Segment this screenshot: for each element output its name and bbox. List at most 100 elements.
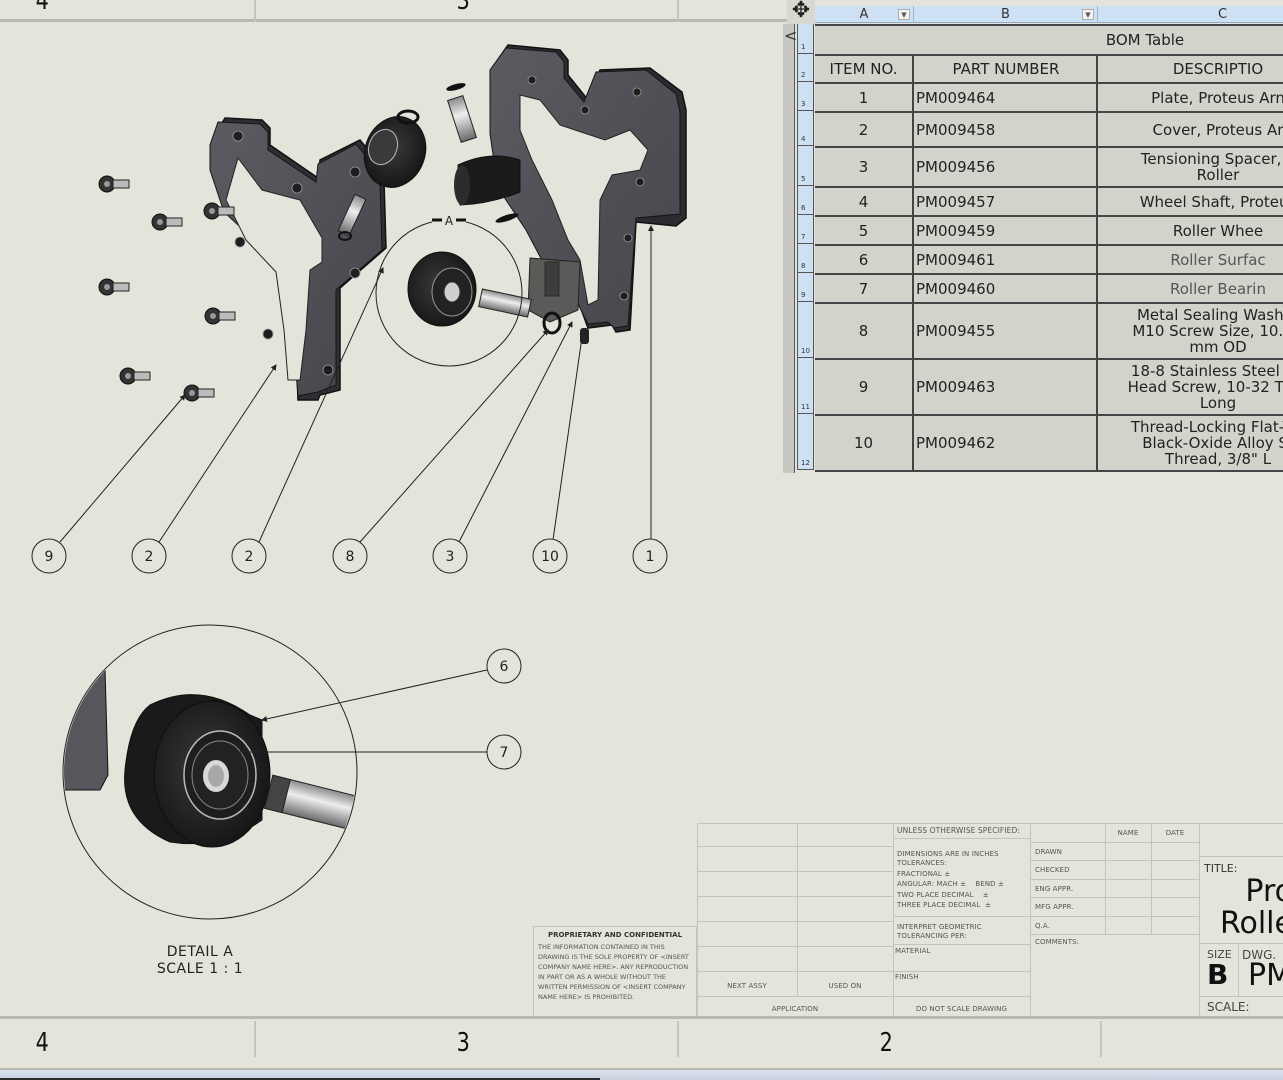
balloon: 1	[632, 538, 668, 574]
title-block-line	[697, 971, 893, 972]
column-header-a[interactable]: A ▼	[815, 6, 914, 23]
used-on-label: USED ON	[828, 982, 862, 990]
balloon: 7	[486, 734, 522, 770]
bom-title-row[interactable]: BOM Table	[815, 26, 1283, 56]
drawn-label: DRAWN	[1035, 848, 1063, 856]
row-number[interactable]: 1	[797, 24, 814, 54]
item-no-cell[interactable]: 7	[815, 275, 914, 302]
item-no-cell[interactable]: 4	[815, 188, 914, 215]
fractional-label: FRACTIONAL ±	[897, 870, 951, 878]
title-block-line	[1105, 823, 1106, 934]
row-number[interactable]: 10	[797, 302, 814, 358]
svg-text:2: 2	[145, 549, 154, 565]
header-description[interactable]: DESCRIPTIO	[1172, 60, 1264, 78]
item-no-cell[interactable]: 10	[815, 416, 914, 470]
title-block-line	[1030, 860, 1200, 861]
detail-view-a: 6 7	[62, 624, 522, 920]
row-number[interactable]: 9	[797, 273, 814, 302]
item-no-cell[interactable]: 9	[815, 360, 914, 414]
title-block-line	[1238, 943, 1239, 996]
cover-plate	[209, 117, 387, 401]
column-dropdown-icon[interactable]: ▼	[1082, 9, 1094, 20]
item-no-cell[interactable]: 8	[815, 304, 914, 358]
dimensions-label: DIMENSIONS ARE IN INCHES	[897, 850, 999, 858]
zone-divider	[677, 1021, 679, 1057]
column-header-b[interactable]: B ▼	[914, 6, 1098, 23]
bom-header-row[interactable]: ITEM NO.PART NUMBER DESCRIPTIO	[815, 56, 1283, 84]
description-cell[interactable]: Thread-Locking Flat-Tip Black-Oxide Allo…	[1130, 418, 1283, 468]
screws	[98, 175, 236, 402]
item-no-cell[interactable]: 3	[815, 148, 914, 186]
window-bottom-strip	[0, 1070, 1283, 1080]
title-block-line	[697, 846, 893, 847]
collapse-arrow-icon[interactable]: <	[784, 26, 798, 45]
zone-label: 4	[35, 0, 49, 16]
row-number[interactable]: 2	[797, 54, 814, 82]
part-number-cell[interactable]: PM009464	[914, 84, 1098, 111]
description-cell[interactable]: Roller Surfac	[1170, 250, 1266, 269]
row-number[interactable]: 4	[797, 111, 814, 146]
title-block-line	[1030, 934, 1200, 935]
description-cell[interactable]: Roller Bearin	[1170, 279, 1266, 298]
part-number-cell[interactable]: PM009458	[914, 113, 1098, 146]
svg-text:6: 6	[500, 659, 509, 675]
row-number[interactable]: 12	[797, 414, 814, 470]
column-dropdown-icon[interactable]: ▼	[898, 9, 910, 20]
row-number[interactable]: 6	[797, 186, 814, 215]
application-label: APPLICATION	[771, 1005, 819, 1013]
part-number-cell[interactable]: PM009460	[914, 275, 1098, 302]
description-cell[interactable]: Roller Whee	[1172, 221, 1264, 240]
checked-label: CHECKED	[1035, 866, 1070, 874]
zone-divider	[1100, 1021, 1102, 1057]
part-number-cell[interactable]: PM009455	[914, 304, 1098, 358]
description-cell[interactable]: 18-8 Stainless Steel He Head Screw, 10-3…	[1127, 362, 1283, 412]
row-number[interactable]: 5	[797, 146, 814, 186]
detail-label: DETAIL A SCALE 1 : 1	[140, 944, 260, 978]
size-value: B	[1207, 958, 1229, 991]
leader-lines	[59, 225, 654, 543]
part-number-cell[interactable]: PM009463	[914, 360, 1098, 414]
collapse-handle[interactable]: <	[783, 24, 798, 473]
title-block-line	[893, 971, 1030, 972]
move-table-icon[interactable]: ✥	[787, 0, 815, 24]
row-number[interactable]: 7	[797, 215, 814, 244]
description-cell[interactable]: Tensioning Spacer, P Roller	[1140, 150, 1282, 184]
column-header-c[interactable]: C	[1098, 6, 1283, 23]
row-number[interactable]: 3	[797, 82, 814, 111]
title-block-line	[697, 896, 893, 897]
part-number-cell[interactable]: PM009459	[914, 217, 1098, 244]
row-number[interactable]: 11	[797, 358, 814, 414]
title-block-line	[893, 838, 1030, 839]
row-number[interactable]: 8	[797, 244, 814, 273]
item-no-cell[interactable]: 5	[815, 217, 914, 244]
item-no-cell[interactable]: 2	[815, 113, 914, 146]
part-number-cell[interactable]: PM009457	[914, 188, 1098, 215]
header-part-number[interactable]: PART NUMBER	[914, 56, 1098, 82]
description-cell[interactable]: Wheel Shaft, Proteus	[1139, 192, 1283, 211]
header-item-no[interactable]: ITEM NO.	[815, 56, 914, 82]
balloons-main: 9 2 2 8 3 10 1	[31, 538, 668, 574]
item-no-cell[interactable]: 1	[815, 84, 914, 111]
description-cell[interactable]: Metal Sealing Washer M10 Screw Size, 10.…	[1132, 306, 1283, 356]
title-block-line	[893, 916, 1030, 917]
part-number-cell[interactable]: PM009461	[914, 246, 1098, 273]
part-number-cell[interactable]: PM009456	[914, 148, 1098, 186]
item-no-cell[interactable]: 6	[815, 246, 914, 273]
description-cell[interactable]: Cover, Proteus Ar	[1152, 120, 1283, 139]
part-number-cell[interactable]: PM009462	[914, 416, 1098, 470]
description-cell[interactable]: Plate, Proteus Arn	[1151, 88, 1283, 107]
size-label: SIZE	[1207, 948, 1232, 961]
title-block-line	[697, 871, 893, 872]
